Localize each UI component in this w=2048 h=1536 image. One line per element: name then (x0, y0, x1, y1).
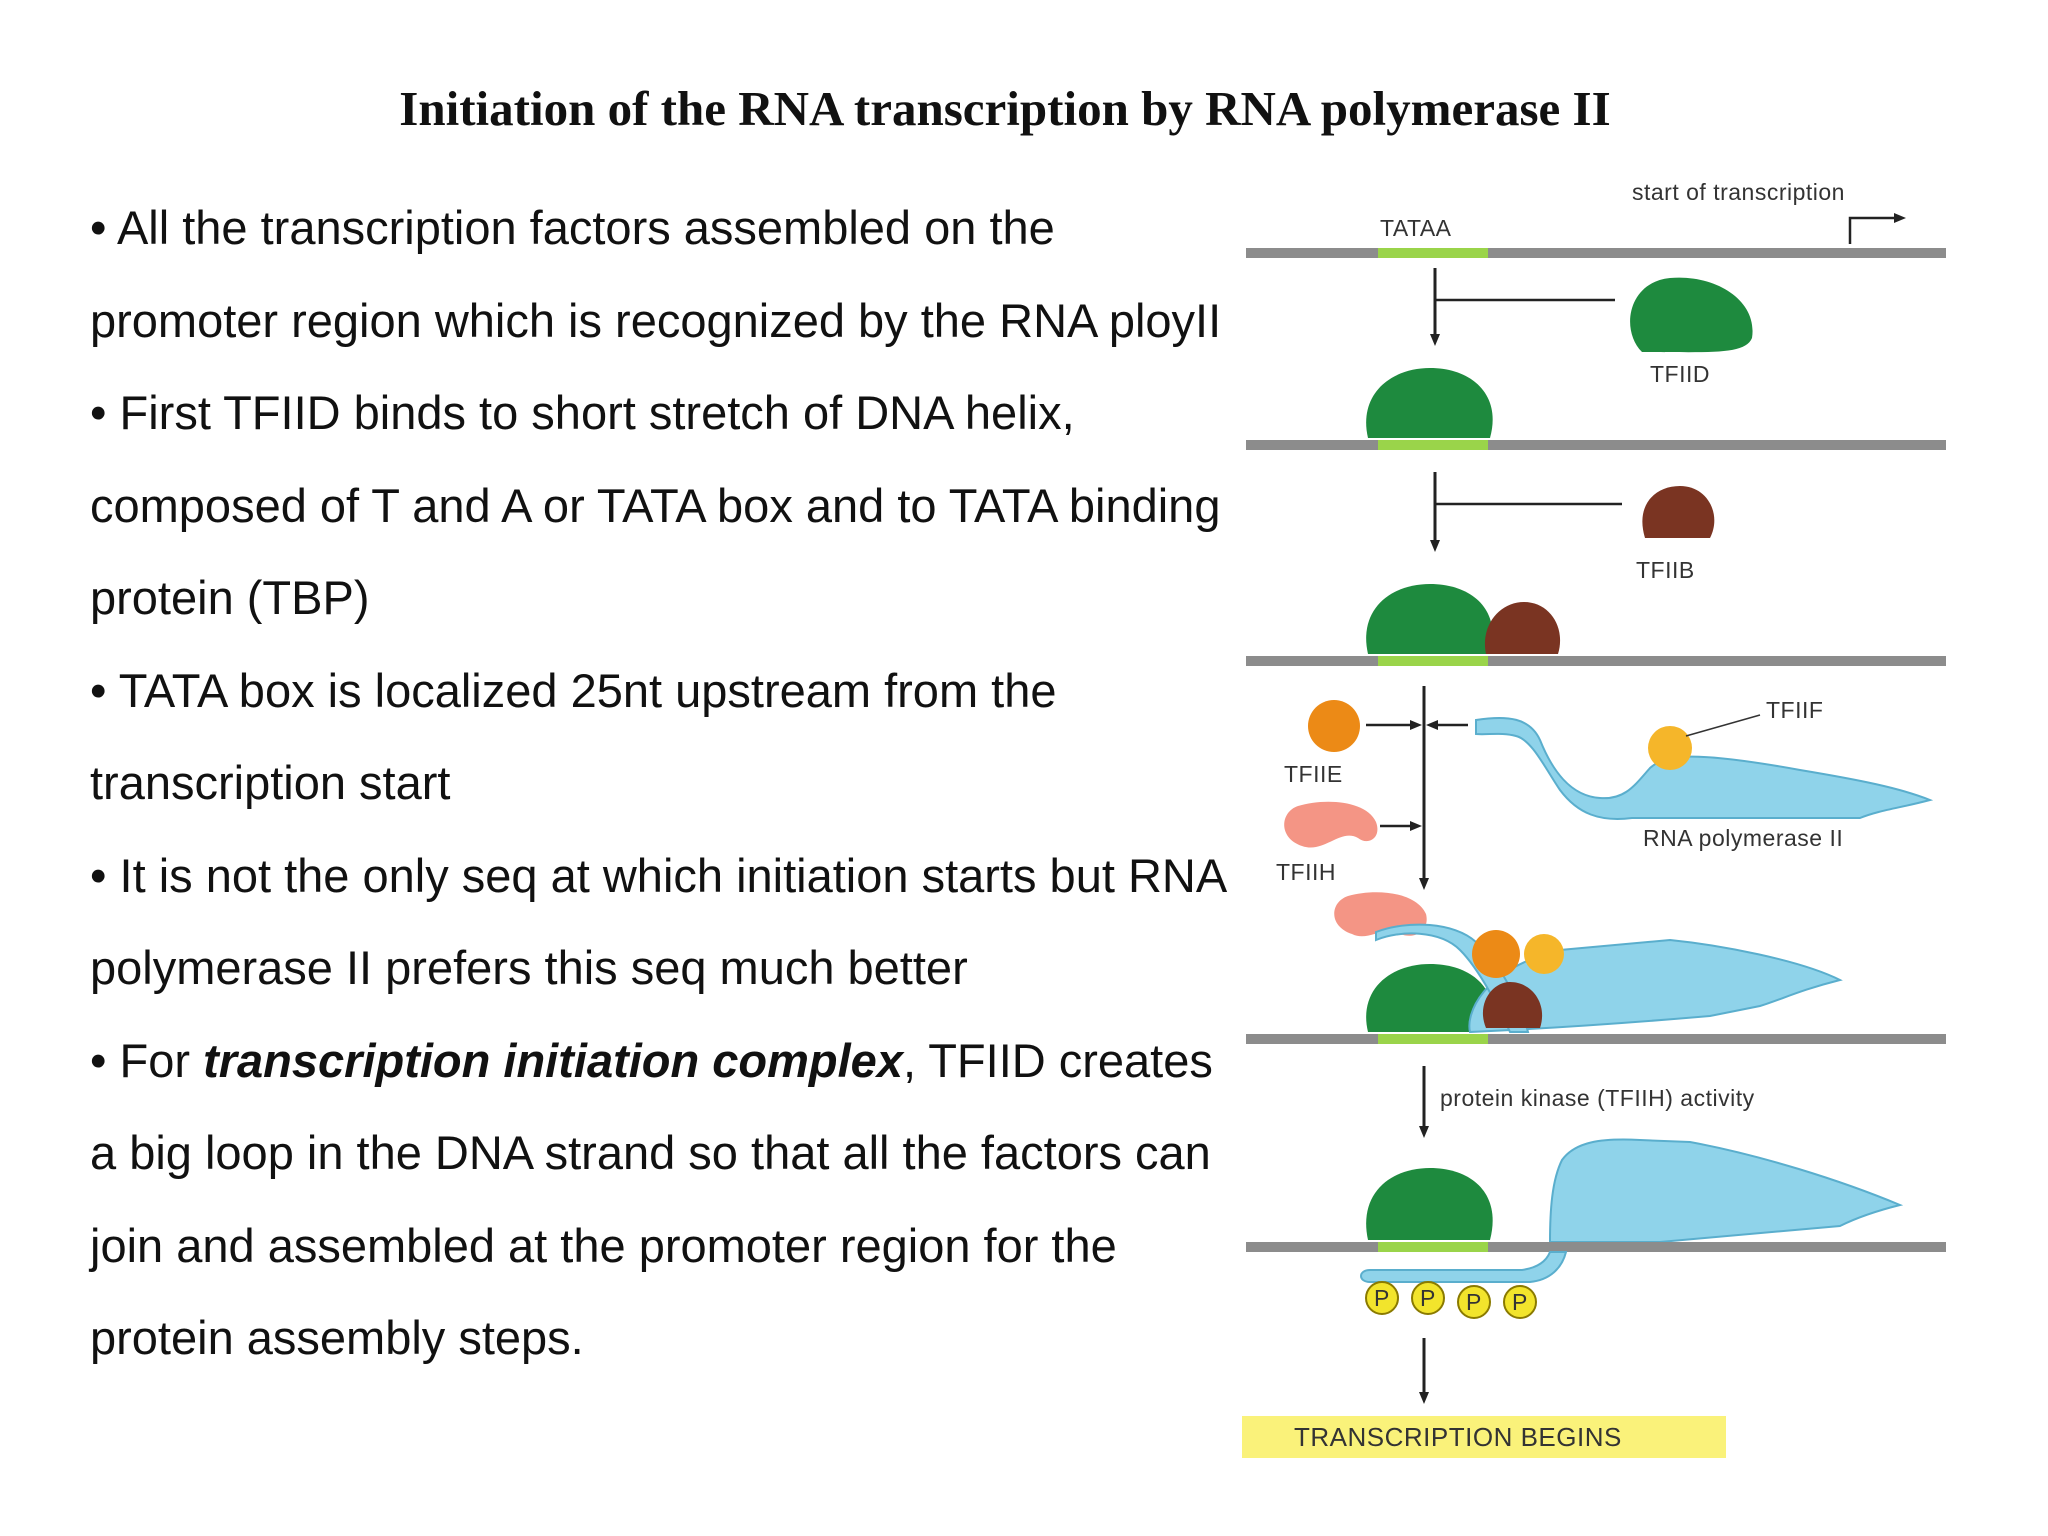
bullet-point: • It is not the only seq at which initia… (90, 848, 1225, 995)
tata-box (1378, 248, 1488, 258)
body-text: • All the transcription factors assemble… (90, 182, 1240, 1385)
tfiie-label: TFIIE (1284, 761, 1343, 787)
tfiib-label: TFIIB (1636, 557, 1695, 583)
start-arrow (1848, 213, 1906, 244)
svg-text:P: P (1466, 1289, 1482, 1315)
bullet-point: • All the transcription factors assemble… (90, 201, 1222, 347)
start-label: start of transcription (1632, 179, 1845, 205)
emphasis-term: transcription initiation complex (203, 1033, 903, 1087)
transcription-begins-banner (1242, 1416, 1726, 1458)
rna-polymerase-label: RNA polymerase II (1643, 825, 1843, 851)
rna-polymerase (1475, 716, 1934, 820)
ctd-tail (1360, 1251, 1568, 1283)
tfiie-protein (1308, 700, 1360, 752)
tfiid-label: TFIID (1650, 361, 1710, 387)
phosphate-group: P (1365, 1281, 1399, 1315)
phosphate-group: P (1503, 1285, 1537, 1319)
tfiif-protein (1648, 726, 1692, 770)
svg-text:P: P (1420, 1285, 1436, 1311)
tfiih-label: TFIIH (1276, 859, 1336, 885)
bullet-point: • For transcription initiation complex, … (90, 1033, 1213, 1365)
dna-strand (1246, 248, 1946, 258)
tfiib-protein (1642, 486, 1715, 538)
kinase-label: protein kinase (TFIIH) activity (1440, 1085, 1755, 1111)
tataa-label: TATAA (1380, 215, 1452, 241)
svg-text:P: P (1374, 1285, 1390, 1311)
transcription-diagram: TATAA start of transcription TFIID TFIIB… (1240, 170, 1960, 1470)
bullet-point: • First TFIID binds to short stretch of … (90, 386, 1221, 624)
tfiif-label: TFIIF (1766, 697, 1823, 723)
phosphate-group: P (1457, 1285, 1491, 1319)
svg-text:P: P (1512, 1289, 1528, 1315)
tfiih-protein (1284, 801, 1378, 848)
slide-title: Initiation of the RNA transcription by R… (399, 81, 1611, 136)
tfiid-protein (1630, 277, 1753, 353)
transcription-begins-label: TRANSCRIPTION BEGINS (1294, 1422, 1622, 1452)
phosphate-group: P (1411, 1281, 1445, 1315)
bullet-point: • TATA box is localized 25nt upstream fr… (90, 663, 1057, 810)
